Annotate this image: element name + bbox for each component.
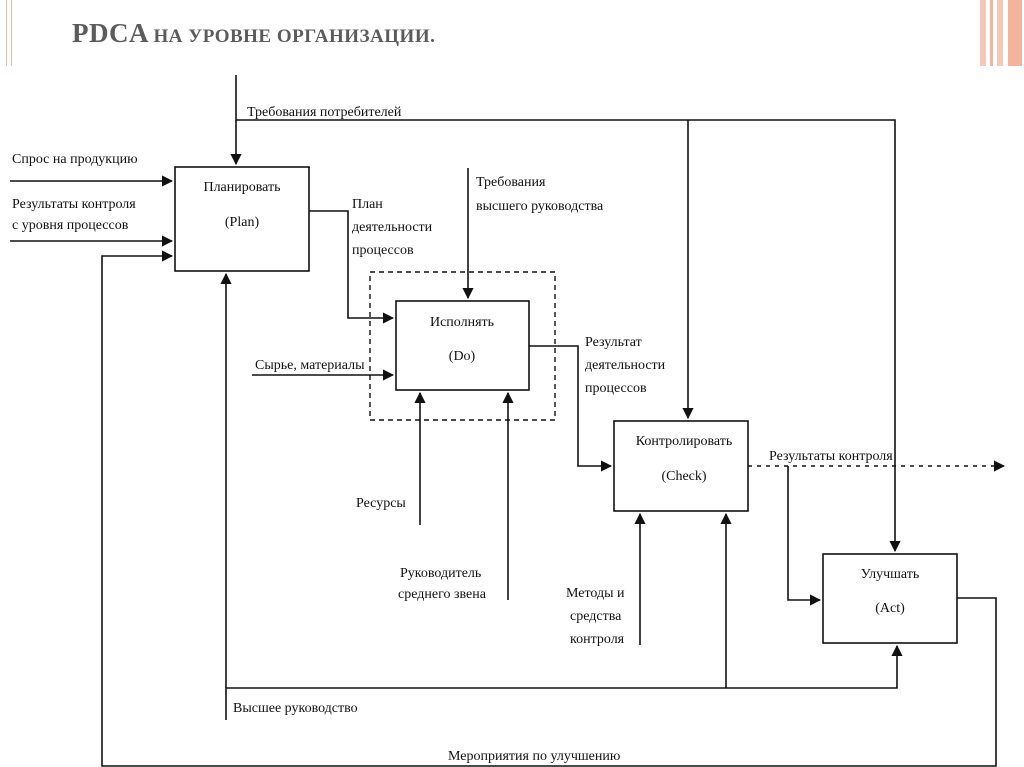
label-process-result-2: деятельности bbox=[585, 358, 666, 373]
label-plan-output-1: План bbox=[352, 197, 383, 212]
customer-req-line bbox=[235, 75, 901, 553]
label-improvement-measures: Мероприятия по улучшению bbox=[448, 749, 620, 764]
label-middle-mgr-1: Руководитель bbox=[400, 566, 481, 581]
left-decor-stripe bbox=[6, 0, 12, 66]
check-code: (Check) bbox=[661, 469, 706, 484]
label-top-mgmt-req-2: высшего руководства bbox=[476, 199, 604, 214]
act-code: (Act) bbox=[875, 601, 905, 616]
do-title: Исполнять bbox=[430, 315, 494, 330]
do-code: (Do) bbox=[449, 349, 476, 364]
label-methods-3: контроля bbox=[570, 632, 625, 647]
label-methods-2: средства bbox=[570, 609, 622, 624]
label-process-result-1: Результат bbox=[585, 335, 642, 350]
plan-to-do bbox=[309, 210, 395, 324]
label-methods-1: Методы и bbox=[566, 586, 625, 601]
label-check-results: Результаты контроля bbox=[769, 449, 893, 464]
title-bold: PDCA bbox=[72, 18, 149, 48]
right-decor-stripes bbox=[980, 0, 1024, 66]
label-control-results-2: с уровня процессов bbox=[12, 218, 129, 233]
label-product-demand: Спрос на продукцию bbox=[12, 152, 138, 167]
do-boundary bbox=[369, 271, 556, 421]
label-top-management: Высшее руководство bbox=[233, 701, 358, 716]
label-customer-requirements: Требования потребителей bbox=[247, 105, 402, 120]
label-process-result-3: процессов bbox=[585, 381, 647, 396]
label-plan-output-3: процессов bbox=[352, 243, 414, 258]
label-raw-materials: Сырье, материалы bbox=[255, 358, 365, 373]
slide-title: PDCA НА УРОВНЕ ОРГАНИЗАЦИИ. bbox=[72, 18, 435, 49]
label-plan-output-2: деятельности bbox=[352, 220, 433, 235]
label-control-results-1: Результаты контроля bbox=[12, 197, 136, 212]
plan-title: Планировать bbox=[203, 180, 280, 195]
label-resources: Ресурсы bbox=[356, 496, 406, 511]
plan-box bbox=[174, 166, 310, 272]
check-title: Контролировать bbox=[636, 434, 733, 449]
title-rest: НА УРОВНЕ ОРГАНИЗАЦИИ. bbox=[153, 26, 436, 47]
improvement-loop bbox=[101, 250, 997, 767]
check-to-act bbox=[787, 466, 822, 606]
plan-code: (Plan) bbox=[225, 215, 260, 230]
do-to-check bbox=[529, 345, 613, 472]
top-mgmt-line bbox=[225, 644, 903, 720]
label-middle-mgr-2: среднего звена bbox=[398, 587, 487, 602]
act-title: Улучшать bbox=[861, 567, 920, 582]
label-top-mgmt-req-1: Требования bbox=[476, 175, 546, 190]
